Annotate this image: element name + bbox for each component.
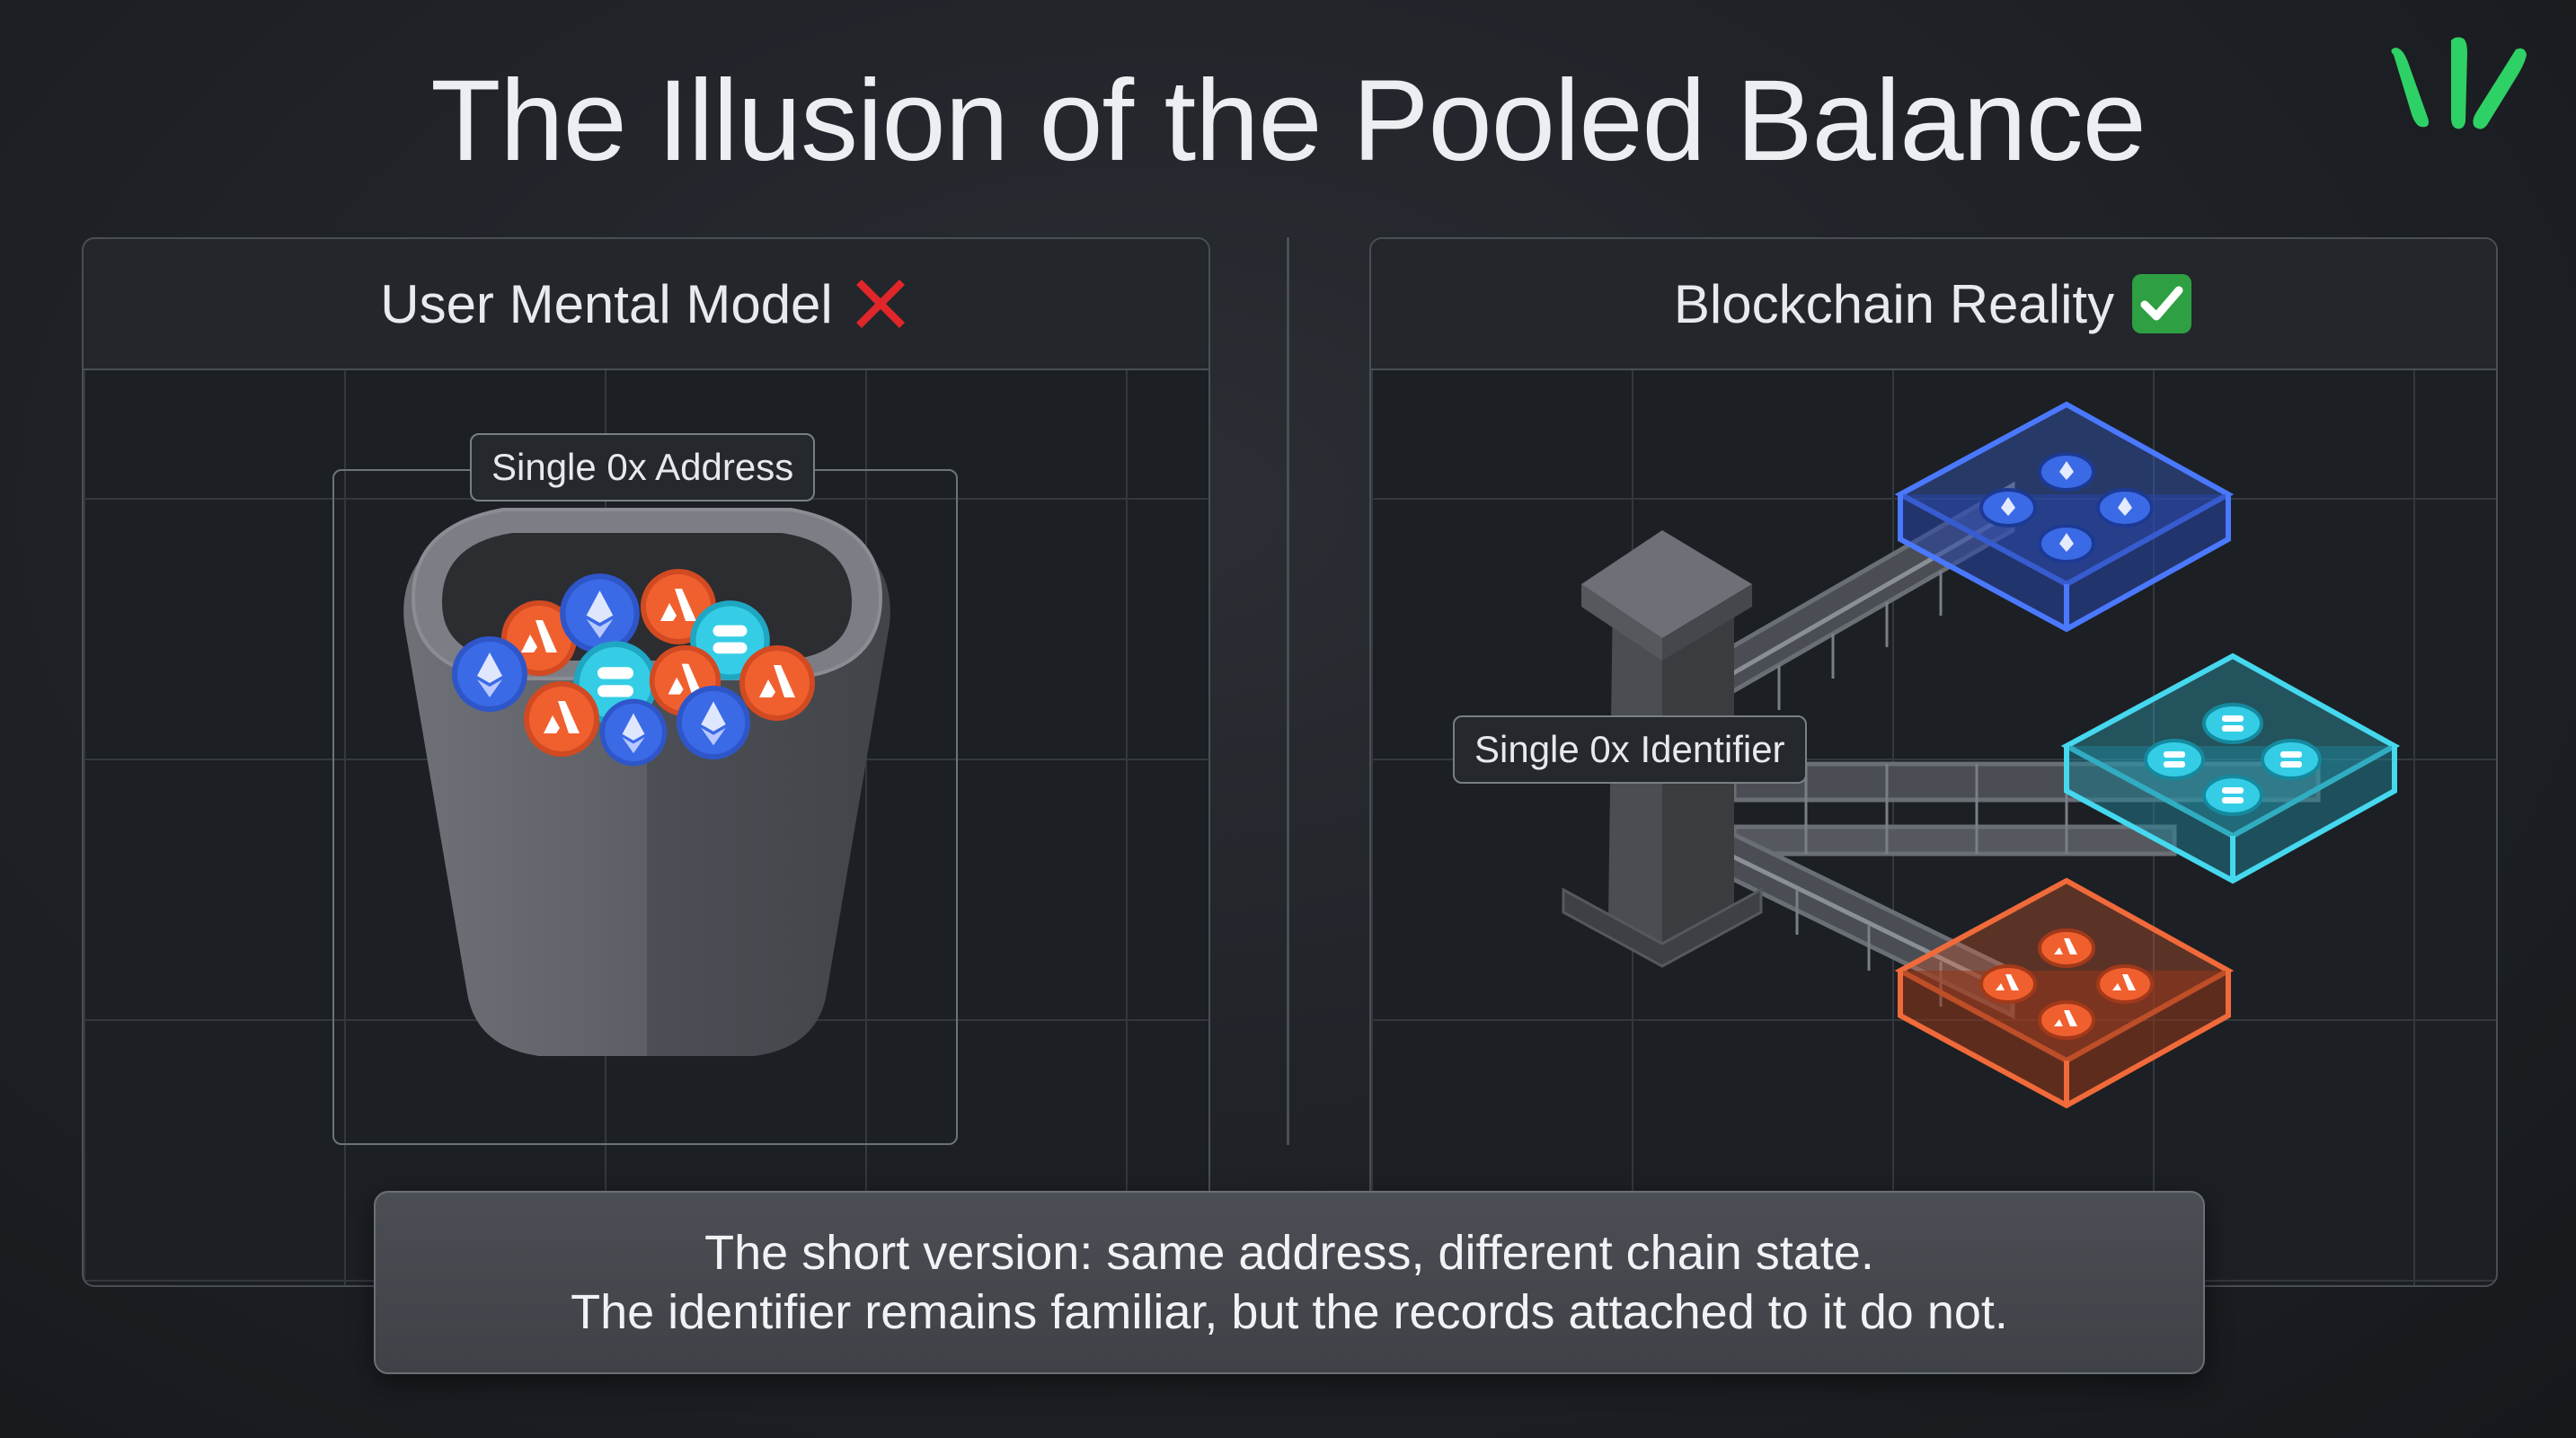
panel-header: User Mental Model: [84, 239, 1208, 370]
chain-bridges-illustration: [1562, 401, 2401, 1109]
brand-logo-icon: [2391, 37, 2527, 129]
panel-divider: [1287, 237, 1289, 1145]
blockchain-reality-panel: Blockchain Reality: [1369, 237, 2498, 1287]
address-label: Single 0x Address: [470, 433, 816, 502]
panel-title: User Mental Model: [380, 273, 833, 334]
summary-caption: The short version: same address, differe…: [374, 1191, 2205, 1374]
panel-title: Blockchain Reality: [1673, 273, 2115, 334]
page-title: The Illusion of the Pooled Balance: [430, 57, 2147, 185]
red-cross-icon: [855, 280, 905, 328]
pooled-bucket-illustration: [403, 508, 890, 1056]
panel-header: Blockchain Reality: [1371, 239, 2496, 370]
identifier-label: Single 0x Identifier: [1453, 715, 1807, 784]
caption-line-2: The identifier remains familiar, but the…: [571, 1285, 2008, 1339]
caption-line-1: The short version: same address, differe…: [704, 1226, 1874, 1280]
green-check-icon: [2132, 274, 2192, 333]
